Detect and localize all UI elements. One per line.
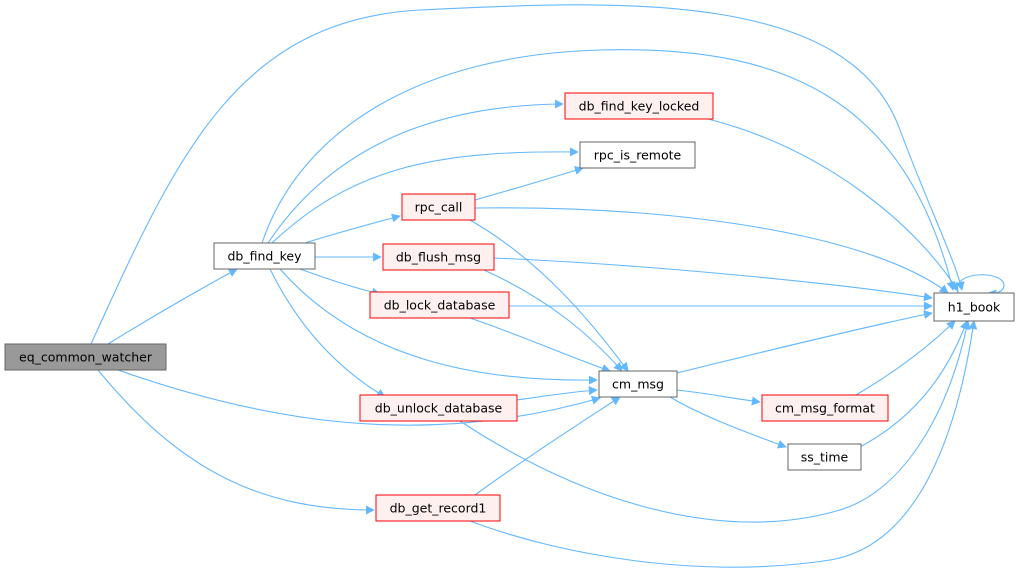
edge-path xyxy=(90,4,965,345)
edge-eq_common_watcher-to-cm_msg xyxy=(117,369,601,426)
edge-path xyxy=(117,369,601,426)
node-label: db_unlock_database xyxy=(375,401,503,416)
node-db-get-record1[interactable]: db_get_record1 xyxy=(375,494,501,522)
edge-eq_common_watcher-to-db_find_key xyxy=(107,268,238,345)
edge-db_find_key-to-rpc_call xyxy=(304,213,401,244)
edge-rpc_call-to-rpc_is_remote xyxy=(474,166,584,201)
edge-eq_common_watcher-to-h1_book xyxy=(90,4,965,345)
edge-path xyxy=(271,147,579,244)
node-box[interactable] xyxy=(382,243,495,271)
edge-rpc_call-to-cm_msg xyxy=(469,219,629,372)
edge-path xyxy=(267,99,564,244)
edge-db_find_key_locked-to-h1_book xyxy=(707,118,959,292)
node-ss-time[interactable]: ss_time xyxy=(787,443,862,471)
node-db-find-key-locked[interactable]: db_find_key_locked xyxy=(564,92,714,120)
edge-path xyxy=(474,396,621,496)
node-box[interactable] xyxy=(598,370,678,398)
edge-db_find_key-to-h1_book xyxy=(261,49,956,291)
edge-path xyxy=(855,320,956,396)
edge-db_find_key-to-cm_msg xyxy=(279,268,598,385)
edge-db_find_key-to-db_find_key_locked xyxy=(267,99,564,244)
edge-path xyxy=(261,49,956,291)
node-label: db_lock_database xyxy=(384,298,496,313)
edge-path xyxy=(469,317,611,373)
edge-cm_msg-to-ss_time xyxy=(669,396,787,449)
node-label: db_flush_msg xyxy=(396,250,481,265)
edge-cm_msg-to-h1_book xyxy=(676,310,933,374)
edge-path xyxy=(469,320,978,568)
edge-path xyxy=(97,369,375,515)
edge-db_flush_msg-to-cm_msg xyxy=(483,269,623,372)
edge-db_find_key-to-db_unlock_database xyxy=(269,268,386,398)
node-box[interactable] xyxy=(359,394,518,422)
edge-path xyxy=(469,219,629,372)
edge-path xyxy=(279,268,598,385)
edge-path xyxy=(459,320,971,523)
edge-cm_msg_format-to-h1_book xyxy=(855,320,956,396)
edge-path xyxy=(956,274,1005,299)
edge-path xyxy=(707,118,959,292)
node-box[interactable] xyxy=(579,141,696,169)
node-label: eq_common_watcher xyxy=(19,350,153,365)
edge-db_unlock_database-to-h1_book xyxy=(459,320,971,523)
node-h1-book[interactable]: h1_book xyxy=(933,292,1015,322)
edge-path xyxy=(269,268,386,398)
node-box[interactable] xyxy=(787,443,862,471)
node-box[interactable] xyxy=(375,494,501,522)
node-cm-msg-format[interactable]: cm_msg_format xyxy=(761,394,889,422)
node-box[interactable] xyxy=(369,291,510,319)
node-db-flush-msg[interactable]: db_flush_msg xyxy=(382,243,495,271)
edge-eq_common_watcher-to-db_get_record1 xyxy=(97,369,375,515)
node-box[interactable] xyxy=(4,343,167,371)
node-db-find-key[interactable]: db_find_key xyxy=(213,242,316,270)
node-label: rpc_is_remote xyxy=(594,148,682,163)
node-label: db_find_key_locked xyxy=(579,99,700,114)
node-rpc-call[interactable]: rpc_call xyxy=(401,193,476,221)
node-label: cm_msg_format xyxy=(775,401,875,416)
node-box[interactable] xyxy=(761,394,889,422)
node-box[interactable] xyxy=(213,242,316,270)
edge-path xyxy=(474,207,949,294)
edge-db_get_record1-to-cm_msg xyxy=(474,396,621,496)
node-label: db_find_key xyxy=(228,249,303,264)
edge-path xyxy=(859,320,969,448)
edge-path xyxy=(304,213,401,244)
node-label: db_get_record1 xyxy=(390,501,487,516)
node-label: ss_time xyxy=(801,450,849,465)
edge-path xyxy=(676,389,761,406)
node-db-unlock-database[interactable]: db_unlock_database xyxy=(359,394,518,422)
edge-db_lock_database-to-cm_msg xyxy=(469,317,611,373)
edge-ss_time-to-h1_book xyxy=(859,320,969,448)
node-box[interactable] xyxy=(401,193,476,221)
edge-path xyxy=(493,257,933,302)
edge-rpc_call-to-h1_book xyxy=(474,207,949,294)
edge-h1_book-to-h1_book xyxy=(956,274,1005,299)
edge-db_find_key-to-rpc_is_remote xyxy=(271,147,579,244)
node-db-lock-database[interactable]: db_lock_database xyxy=(369,291,510,319)
edge-path xyxy=(669,396,787,449)
edge-db_unlock_database-to-cm_msg xyxy=(516,386,598,401)
edge-path xyxy=(516,386,598,401)
edge-db_flush_msg-to-h1_book xyxy=(493,257,933,302)
edge-path xyxy=(107,268,238,345)
node-label: cm_msg xyxy=(612,377,664,392)
edge-layer xyxy=(90,4,1005,568)
node-eq-common-watcher[interactable]: eq_common_watcher xyxy=(4,343,167,371)
edge-path xyxy=(483,269,623,372)
edge-path xyxy=(676,310,933,374)
node-box[interactable] xyxy=(564,92,714,120)
node-layer: eq_common_watcher db_find_key db_find_key_… xyxy=(4,92,1015,522)
edge-db_find_key-to-db_lock_database xyxy=(299,268,381,297)
edge-path xyxy=(299,268,381,297)
node-rpc-is-remote[interactable]: rpc_is_remote xyxy=(579,141,696,169)
edge-db_get_record1-to-h1_book xyxy=(469,320,978,568)
node-label: h1_book xyxy=(948,300,1001,315)
node-box[interactable] xyxy=(933,292,1015,322)
edge-path xyxy=(474,166,584,201)
node-cm-msg[interactable]: cm_msg xyxy=(598,370,678,398)
edge-cm_msg-to-cm_msg_format xyxy=(676,389,761,406)
node-label: rpc_call xyxy=(415,200,463,215)
